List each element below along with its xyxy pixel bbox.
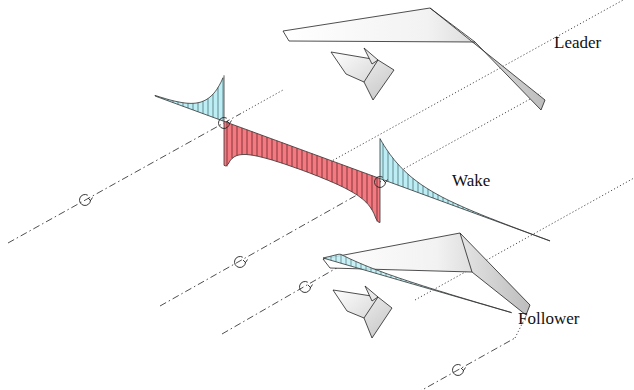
vortex-arrow (227, 121, 232, 124)
hatch (307, 152, 308, 172)
hatch (227, 122, 228, 166)
hatch (331, 256, 332, 260)
vortex-arrow (461, 368, 466, 371)
hatch (188, 103, 189, 108)
hatch (438, 195, 439, 200)
hatch (242, 128, 243, 155)
hatch (336, 255, 337, 262)
hatch (356, 262, 357, 268)
hatch (403, 169, 404, 187)
hatch (383, 144, 384, 180)
vortex-line (390, 338, 515, 390)
wake-edge (380, 179, 381, 223)
hatch (203, 101, 204, 113)
wake-region (224, 121, 380, 222)
hatch (361, 264, 362, 269)
vortex-line (160, 182, 380, 306)
part-label: Follower (518, 310, 579, 329)
wake-curve (323, 254, 511, 312)
part-label: Leader (554, 34, 601, 53)
hatch (418, 182, 419, 192)
hatch (292, 146, 293, 166)
hatch (317, 155, 318, 175)
vortex-symbol (300, 281, 311, 292)
hatch (213, 94, 214, 117)
hatch (341, 254, 342, 263)
wake-baseline (155, 96, 550, 241)
hatch (322, 157, 323, 178)
hatch (332, 161, 333, 182)
hatch (282, 143, 283, 164)
hatch (302, 150, 303, 170)
hatch (247, 130, 248, 155)
vortex-symbol (235, 256, 246, 267)
wake-edge (380, 139, 381, 179)
hatch (347, 166, 348, 189)
vortex-symbol (375, 176, 386, 187)
hatch (346, 257, 347, 265)
hatch (277, 141, 278, 162)
center-line (380, 93, 541, 182)
hatch (413, 178, 414, 190)
hatch (372, 176, 373, 210)
wake-edge (224, 121, 225, 165)
vortex-symbol (219, 117, 230, 128)
hatch (252, 132, 253, 156)
hatch (371, 268, 372, 272)
vortex-line (8, 114, 240, 243)
hatch (337, 163, 338, 184)
hatch (237, 126, 238, 155)
wake-baseline (323, 258, 512, 313)
hatch (367, 174, 368, 203)
hatch (408, 174, 409, 189)
wake-curve (380, 139, 550, 241)
vortex-symbol (453, 364, 464, 375)
vortex-arrow (308, 285, 313, 288)
hatch (388, 151, 389, 181)
hatch (393, 158, 394, 183)
vortex-arrow (243, 260, 248, 263)
hatch (398, 164, 399, 185)
wake-edge (224, 75, 225, 121)
hatch (366, 266, 367, 271)
hatch (327, 159, 328, 180)
hatch (257, 133, 258, 156)
hatch (272, 139, 273, 160)
wake-region (380, 139, 550, 241)
hatch (297, 148, 298, 168)
vortex-arrow (383, 180, 388, 183)
hatch (267, 137, 268, 158)
center-line (240, 90, 283, 114)
vortex-line (222, 266, 340, 334)
hatch (428, 189, 429, 196)
hatch (223, 78, 224, 121)
hatch (312, 154, 313, 174)
hatch (433, 192, 434, 198)
hatch (208, 99, 209, 116)
wake-curve (224, 155, 380, 223)
hatch (377, 177, 378, 221)
hatch (351, 259, 352, 266)
part-label: Wake (452, 172, 490, 191)
hatch (193, 103, 194, 110)
hatch (362, 172, 363, 199)
hatch (342, 165, 343, 187)
hatch (198, 103, 199, 112)
hatch (262, 135, 263, 157)
hatch (232, 124, 233, 158)
wake-region (323, 254, 511, 312)
hatch (352, 168, 353, 192)
hatch (218, 88, 219, 120)
hatch (357, 170, 358, 195)
vortex-symbol (80, 194, 91, 205)
hatch (423, 186, 424, 195)
hatch (287, 144, 288, 164)
vortex-arrow (88, 198, 93, 201)
